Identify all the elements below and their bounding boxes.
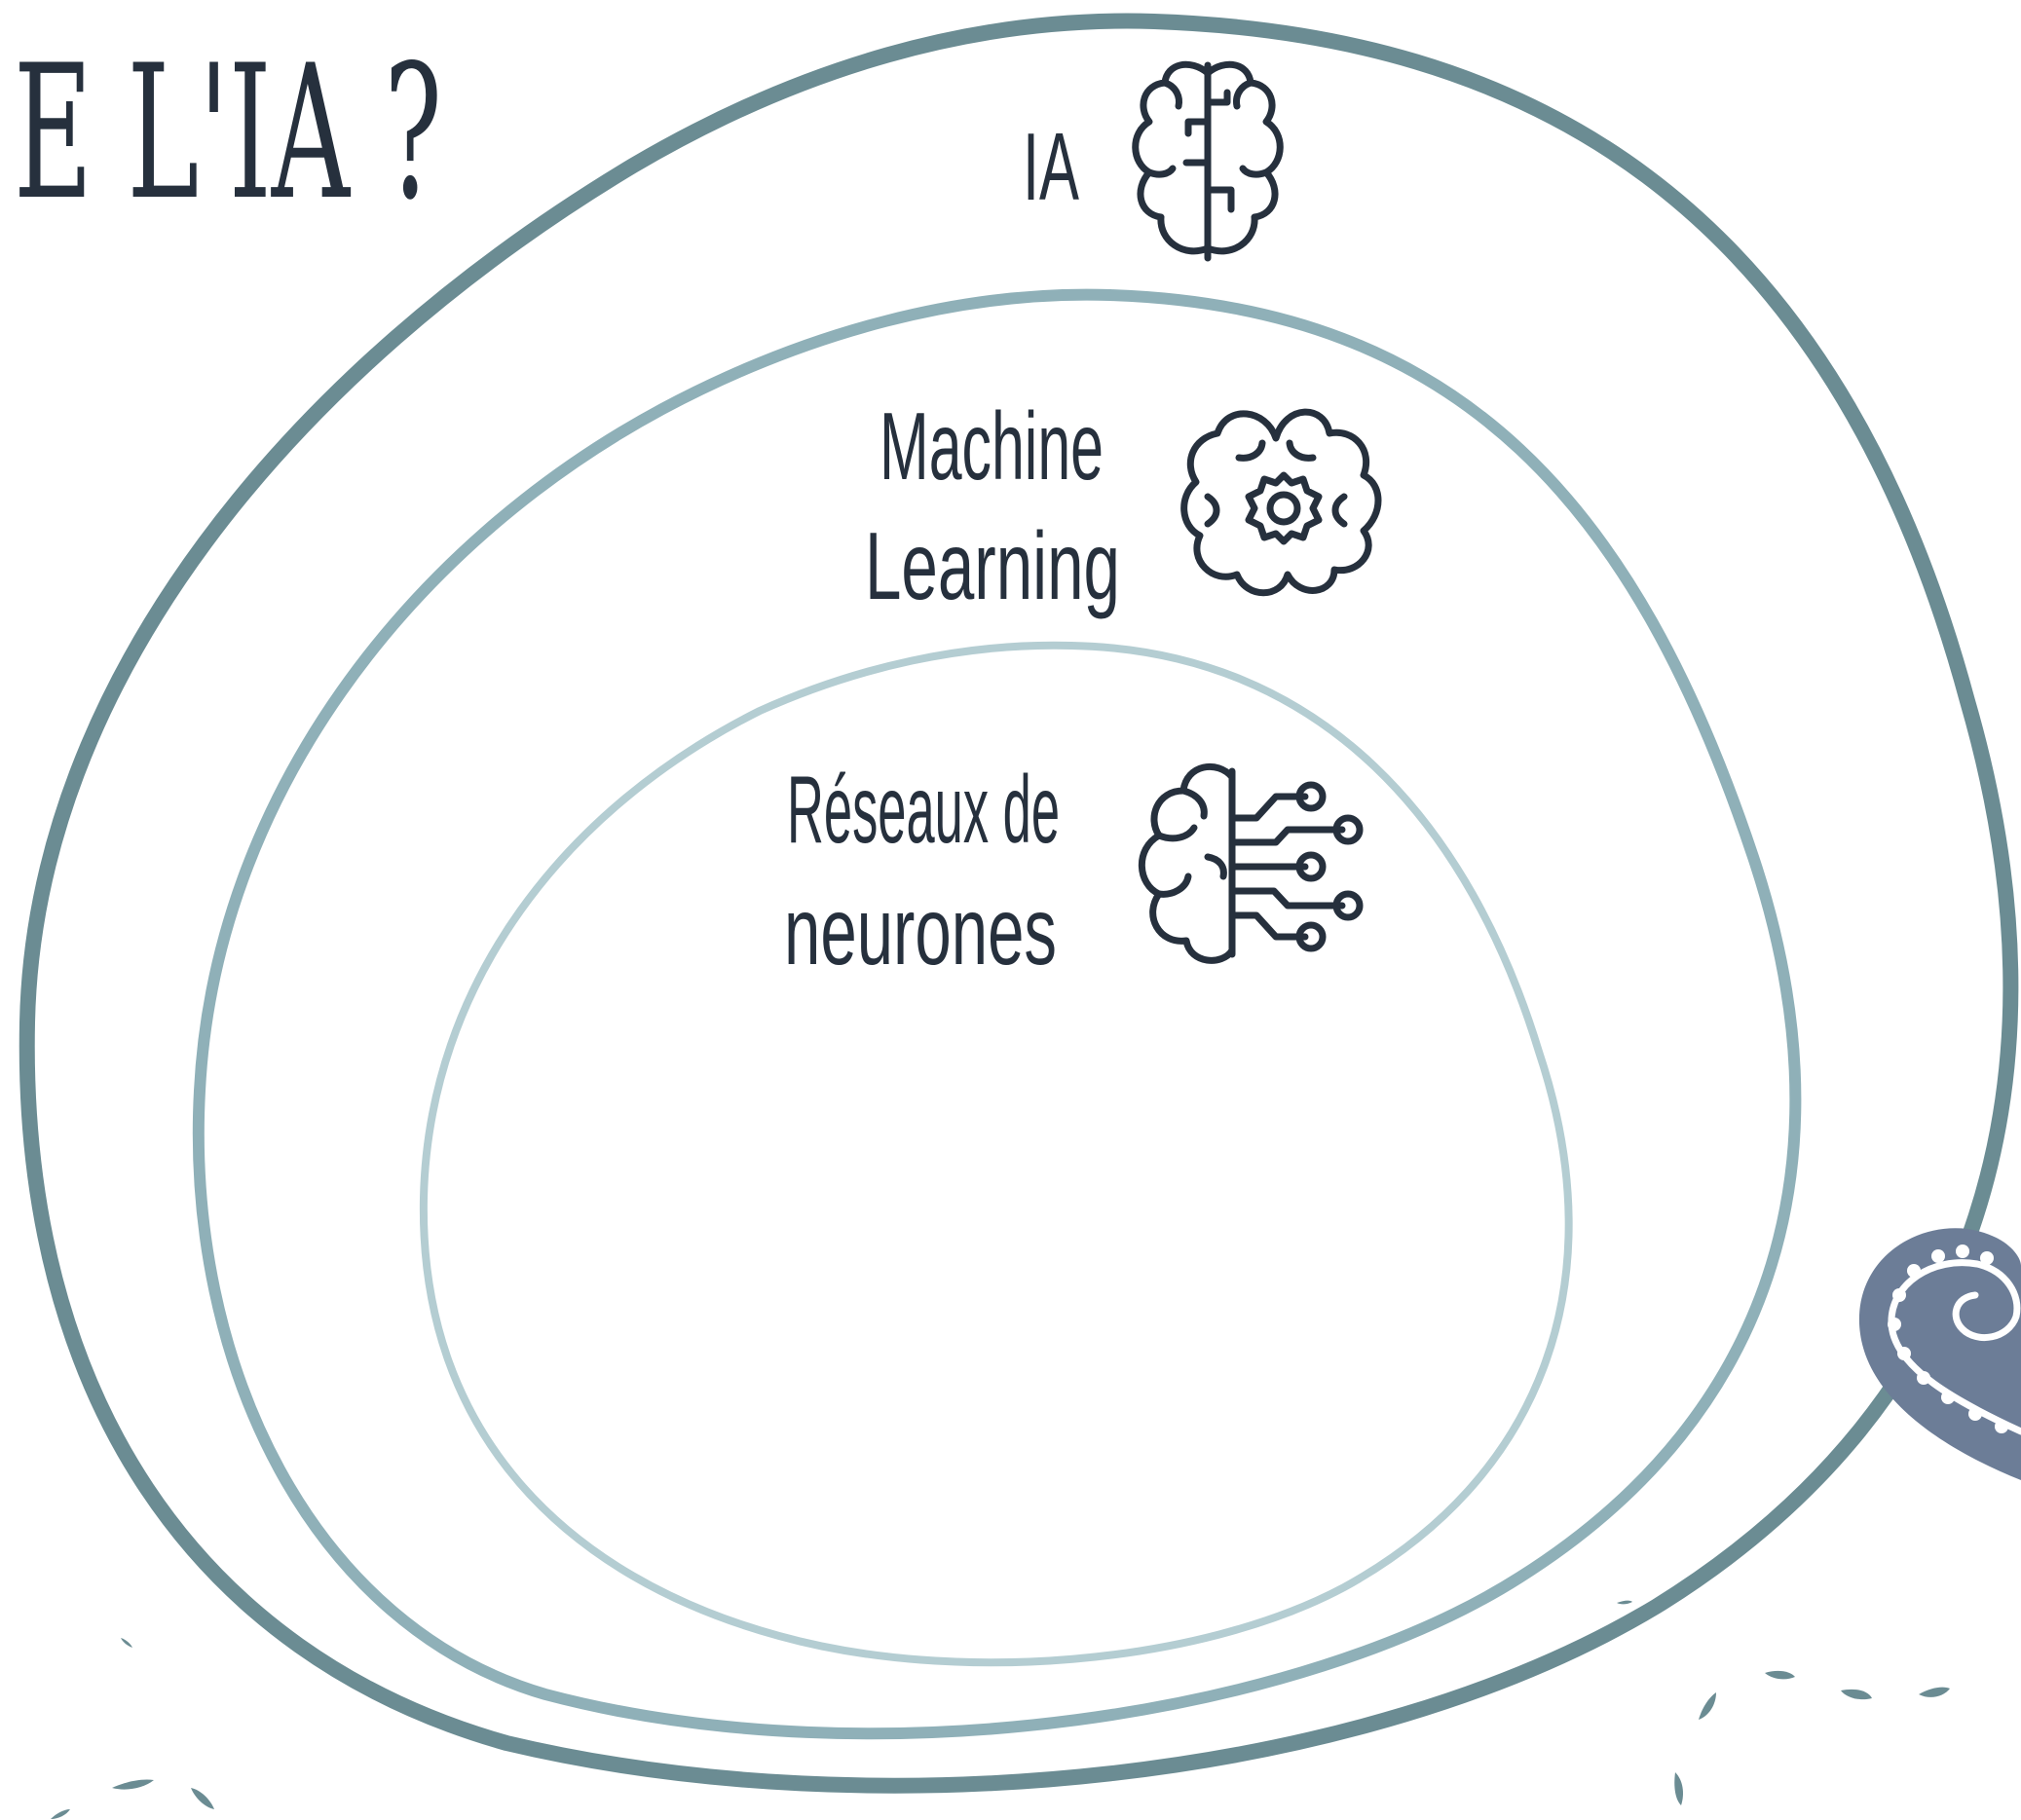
decorative-dashes [51,1600,1950,1819]
set-label-machine-learning-line2: Learning [865,512,1120,619]
set-label-neural-networks-line2: neurones [784,877,1057,984]
tentacle-decoration [1858,1228,2021,1480]
middle-ring-machine-learning [192,288,1802,1740]
page-title: E L'IA ? [14,25,442,241]
outer-ring-ia [19,13,2019,1794]
set-label-machine-learning-line1: Machine [880,392,1104,500]
brain-icon [1132,60,1284,262]
set-label-ia: IA [1023,113,1079,220]
brain-gear-icon [1180,408,1382,597]
inner-ring-neural-networks [419,641,1573,1667]
set-label-neural-networks-line1: Réseaux de [787,756,1060,863]
brain-circuit-icon [1138,762,1364,964]
